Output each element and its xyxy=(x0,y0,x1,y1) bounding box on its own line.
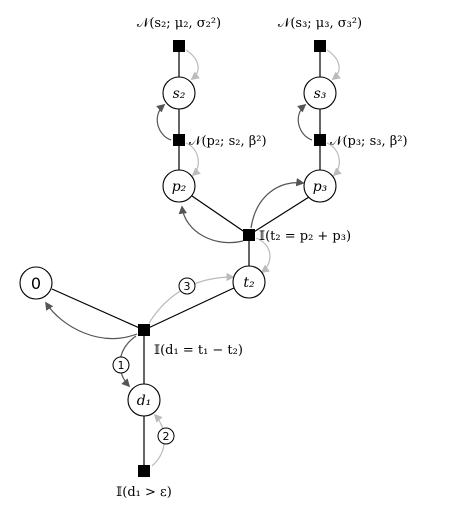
variable-label-p3: p₃ xyxy=(313,179,328,195)
variable-label-p2: p₂ xyxy=(172,179,187,195)
edge-zero-to-diff xyxy=(51,288,145,331)
variable-node-t2[interactable]: t₂ xyxy=(232,265,266,299)
step-markers: 1 2 3 xyxy=(112,277,196,445)
msg-team-sum-to-t2 xyxy=(255,237,271,273)
factor-node-diff[interactable] xyxy=(138,324,150,336)
variable-label-s2: s₂ xyxy=(173,86,186,102)
factor-node-perf-p2[interactable] xyxy=(173,134,185,146)
factor-node-outcome[interactable] xyxy=(138,465,150,477)
factor-node-perf-p3[interactable] xyxy=(314,134,326,146)
graph-edges xyxy=(51,46,321,471)
step-marker-3: 3 xyxy=(178,277,196,295)
edge-p2-to-team-sum xyxy=(191,195,250,236)
factor-label-diff: 𝕀(d₁ = t₁ − t₂) xyxy=(154,343,243,358)
step-label-2: 2 xyxy=(163,430,170,443)
factor-label-prior-s2: 𝒩(s₂; μ₂, σ₂²) xyxy=(137,16,221,31)
edge-t2-to-diff xyxy=(143,286,237,331)
step-marker-2: 2 xyxy=(157,427,175,445)
factor-node-prior-s3[interactable] xyxy=(314,40,326,52)
edge-p3-to-team-sum xyxy=(248,196,310,236)
variable-node-p3[interactable]: p₃ xyxy=(303,169,337,203)
msg-diff-to-zero xyxy=(45,301,138,339)
variable-label-zero: 0 xyxy=(31,274,41,293)
variable-label-t2: t₂ xyxy=(243,275,255,291)
step-label-1: 1 xyxy=(118,359,125,372)
variable-node-s3[interactable]: s₃ xyxy=(303,76,337,110)
variable-node-zero[interactable]: 0 xyxy=(19,266,53,300)
variable-label-s3: s₃ xyxy=(314,86,327,102)
step-label-3: 3 xyxy=(184,280,191,293)
factor-label-perf-p2: 𝒩(p₂; s₂, β²) xyxy=(189,134,267,149)
factor-node-prior-s2[interactable] xyxy=(173,40,185,52)
variable-node-d1[interactable]: d₁ xyxy=(127,383,161,417)
msg-perf-p3-to-p3 xyxy=(326,142,342,177)
msg-team-sum-to-p2 xyxy=(178,205,244,244)
factor-nodes xyxy=(138,40,326,477)
factor-label-outcome: 𝕀(d₁ > ε) xyxy=(116,485,172,500)
msg-perf-p2-to-p2 xyxy=(185,142,201,177)
factor-node-team-sum[interactable] xyxy=(243,229,255,241)
msg-prior-s3-to-s3 xyxy=(326,49,341,81)
step-marker-1: 1 xyxy=(112,356,130,374)
variable-node-s2[interactable]: s₂ xyxy=(162,76,196,110)
message-arrows xyxy=(45,49,342,467)
variable-label-d1: d₁ xyxy=(137,393,152,409)
variable-node-p2[interactable]: p₂ xyxy=(162,169,196,203)
factor-labels: 𝒩(s₂; μ₂, σ₂²) 𝒩(s₃; μ₃, σ₃²) 𝒩(p₂; s₂, … xyxy=(116,16,407,500)
msg-s2-to-perf-p2 xyxy=(156,103,172,141)
factor-label-team-sum: 𝕀(t₂ = p₂ + p₃) xyxy=(259,229,351,244)
msg-s3-to-perf-p3 xyxy=(297,103,313,141)
factor-label-perf-p3: 𝒩(p₃; s₃, β²) xyxy=(330,134,408,149)
variable-nodes: s₂ s₃ p₂ p₃ t₂ 0 d₁ xyxy=(19,76,337,417)
msg-prior-s2-to-s2 xyxy=(185,49,200,81)
msg-team-sum-to-p3 xyxy=(250,177,305,229)
factor-label-prior-s3: 𝒩(s₃; μ₃, σ₃²) xyxy=(278,16,362,31)
